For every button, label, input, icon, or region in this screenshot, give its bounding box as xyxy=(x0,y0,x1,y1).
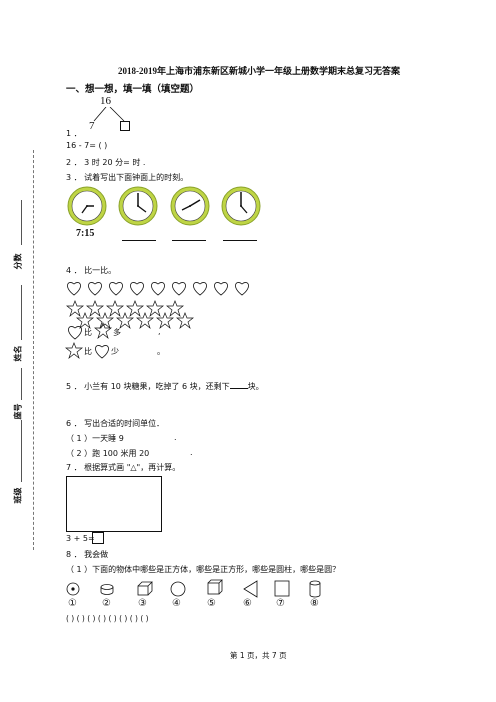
q1-bond-lines xyxy=(93,107,125,122)
q6-a-end: . xyxy=(174,433,177,442)
shape-label: ⑧ xyxy=(310,598,319,609)
page-title: 2018-2019年上海市浦东新区新城小学一年级上册数学期末总复习无答案 xyxy=(118,66,400,76)
q7-equation: 3 + 5= xyxy=(66,534,95,543)
compare-less-b: 少 xyxy=(111,347,119,356)
binding-margin xyxy=(33,150,35,550)
clock-3 xyxy=(170,186,210,226)
q7-drawing-box[interactable] xyxy=(66,476,162,532)
q8-answer-blanks[interactable]: ( ) ( ) ( ) ( ) ( ) ( ) ( ) ( ) xyxy=(66,614,149,623)
q6-a: （ 1 ）一天睡 9 xyxy=(66,434,124,443)
star-icon xyxy=(65,342,83,360)
q4-text: 4 ． 比一比。 xyxy=(66,266,117,275)
margin-id-line xyxy=(21,368,22,400)
q1-number: 1 ． xyxy=(66,129,82,138)
star-icon xyxy=(94,322,112,340)
clock-2 xyxy=(118,186,158,226)
clock-1-time: 7:15 xyxy=(76,228,95,239)
compare-more-a: 比 xyxy=(84,328,92,337)
section-heading: 一、想一想，填一填（填空题） xyxy=(66,84,200,95)
q5-text: 5 ． 小兰有 10 块糖果，吃掉了 6 块，还剩下 块。 xyxy=(66,381,264,392)
q6-text: 6 ． 写出合适的时间单位． xyxy=(66,419,165,428)
margin-name-line xyxy=(21,285,22,340)
clock-4 xyxy=(221,186,261,226)
margin-class-line xyxy=(21,420,22,482)
q1-answer-box[interactable] xyxy=(120,121,130,131)
shape-label: ⑤ xyxy=(207,598,216,609)
margin-score-label: 分数 xyxy=(13,253,23,270)
q6-b-end: . xyxy=(190,448,193,457)
shape-label: ⑥ xyxy=(243,598,252,609)
q8-subquestion: （ 1 ）下面的物体中哪些是正方体，哪些是正方形，哪些是圆柱，哪些是圆？ xyxy=(66,565,341,574)
q5-suffix: 块。 xyxy=(247,382,264,391)
q1-top-number: 16 xyxy=(100,95,111,107)
clock-2-answer-line[interactable] xyxy=(122,240,156,241)
page-footer: 第 1 页，共 7 页 xyxy=(230,651,287,660)
compare-more-b: 多 xyxy=(113,328,121,337)
shape-label: ④ xyxy=(172,598,181,609)
clock-4-answer-line[interactable] xyxy=(223,240,257,241)
shapes-row xyxy=(66,579,321,598)
margin-class-label: 班级 xyxy=(13,487,23,504)
q8-text: 8 ． 我会做 xyxy=(66,550,109,559)
margin-score-line xyxy=(21,200,22,245)
clock-1 xyxy=(67,186,107,226)
compare-more-comma: , xyxy=(158,327,161,336)
stars-row xyxy=(66,300,194,330)
q3-text: 3 ． 试着写出下面钟面上的时刻。 xyxy=(66,173,189,182)
q-16-minus-7: 16 - 7= ( ) xyxy=(66,141,108,150)
q1-left-number: 7 xyxy=(89,120,95,132)
shape-label: ⑦ xyxy=(276,598,285,609)
q7-answer-box[interactable] xyxy=(92,532,104,544)
compare-less-period: 。 xyxy=(157,347,165,356)
shape-label: ② xyxy=(102,598,111,609)
clock-3-answer-line[interactable] xyxy=(172,240,206,241)
q7-text: 7 ． 根据算式画 "△"，再计算。 xyxy=(66,463,181,472)
hearts-row xyxy=(67,282,249,296)
heart-icon xyxy=(68,326,82,340)
q5-question: 5 ． 小兰有 10 块糖果，吃掉了 6 块，还剩下 xyxy=(66,382,230,391)
q6-b: （ 2 ）跑 100 米用 20 xyxy=(66,449,150,458)
q2-text: 2 ． 3 时 20 分= 时 . xyxy=(66,158,146,167)
shape-label: ① xyxy=(68,598,77,609)
margin-name-label: 姓名 xyxy=(13,345,23,362)
heart-icon xyxy=(95,345,109,359)
margin-id-label: 座号 xyxy=(13,403,23,420)
shape-label: ③ xyxy=(138,598,147,609)
shape-labels: ① ② ③ ④ ⑤ ⑥ ⑦ ⑧ xyxy=(64,598,334,610)
compare-less-a: 比 xyxy=(84,347,92,356)
q5-answer-line[interactable] xyxy=(229,387,248,389)
